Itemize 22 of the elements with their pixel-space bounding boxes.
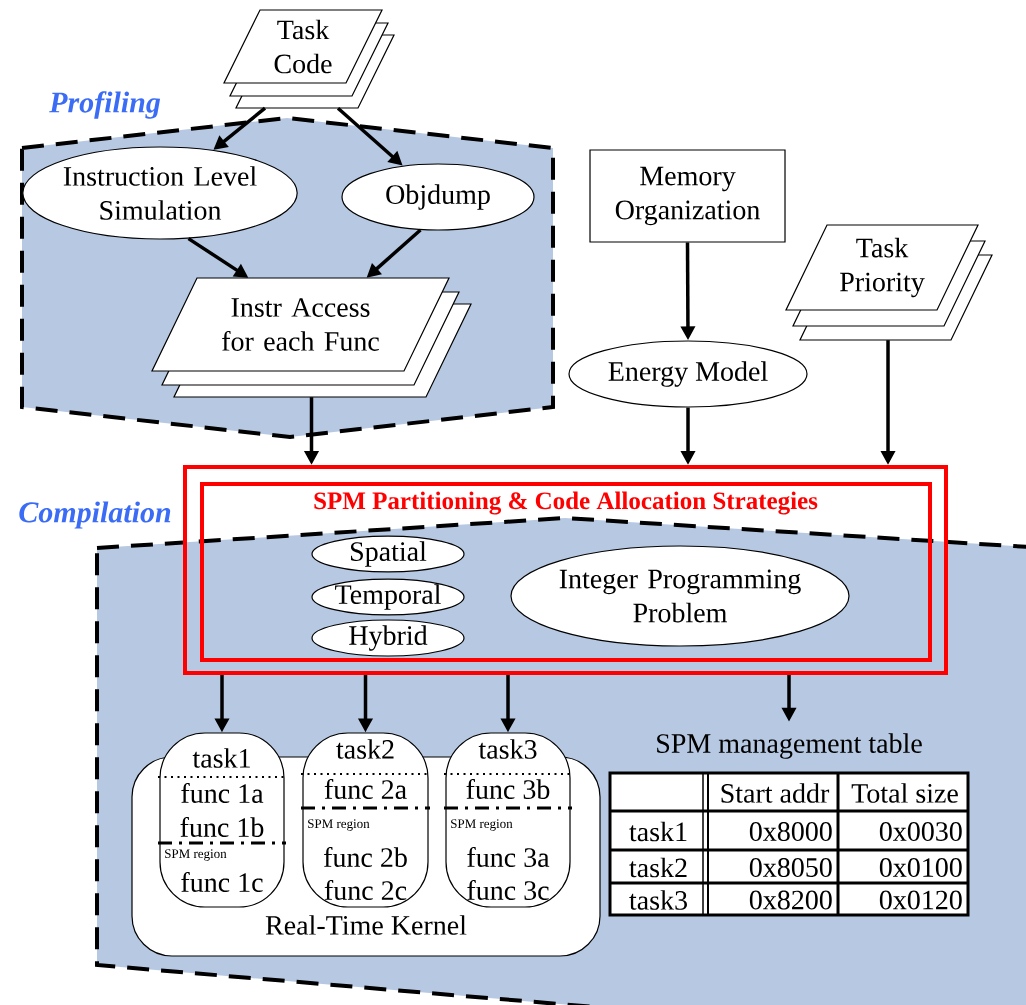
- node-label: Task: [856, 237, 909, 258]
- document-stack: Task Priority: [785, 224, 993, 341]
- table-cell: Start addr: [721, 783, 830, 803]
- task-capsule: task2 func 2a SPM region func 2b func 2c: [301, 732, 430, 908]
- table-cell: 0x0120: [879, 890, 962, 910]
- table-cell: 0x0100: [879, 858, 962, 877]
- table-cell: task2: [629, 857, 687, 878]
- table-cell: 0x8050: [749, 858, 832, 877]
- table-heading: SPM management table: [657, 733, 922, 759]
- table-cell: Total size: [851, 783, 958, 803]
- process-box: Memory Organization: [589, 149, 786, 243]
- node-label: Profiling: [49, 91, 161, 119]
- node-label: Compilation: [19, 501, 171, 529]
- document-stack: Instr Access for each Func: [151, 277, 472, 398]
- table-cell: 0x8200: [749, 890, 832, 910]
- table-cell: task3: [629, 890, 687, 910]
- document-stack: Task Code: [223, 9, 395, 109]
- table-cell: 0x8000: [749, 822, 832, 841]
- table-cell: 0x0030: [879, 822, 962, 841]
- table-cell: task1: [629, 821, 687, 842]
- task-capsule: task1 func 1a func 1b SPM region func 1c: [158, 732, 286, 908]
- task-capsule: task3 func 3b SPM region func 3a func 3c: [444, 732, 572, 908]
